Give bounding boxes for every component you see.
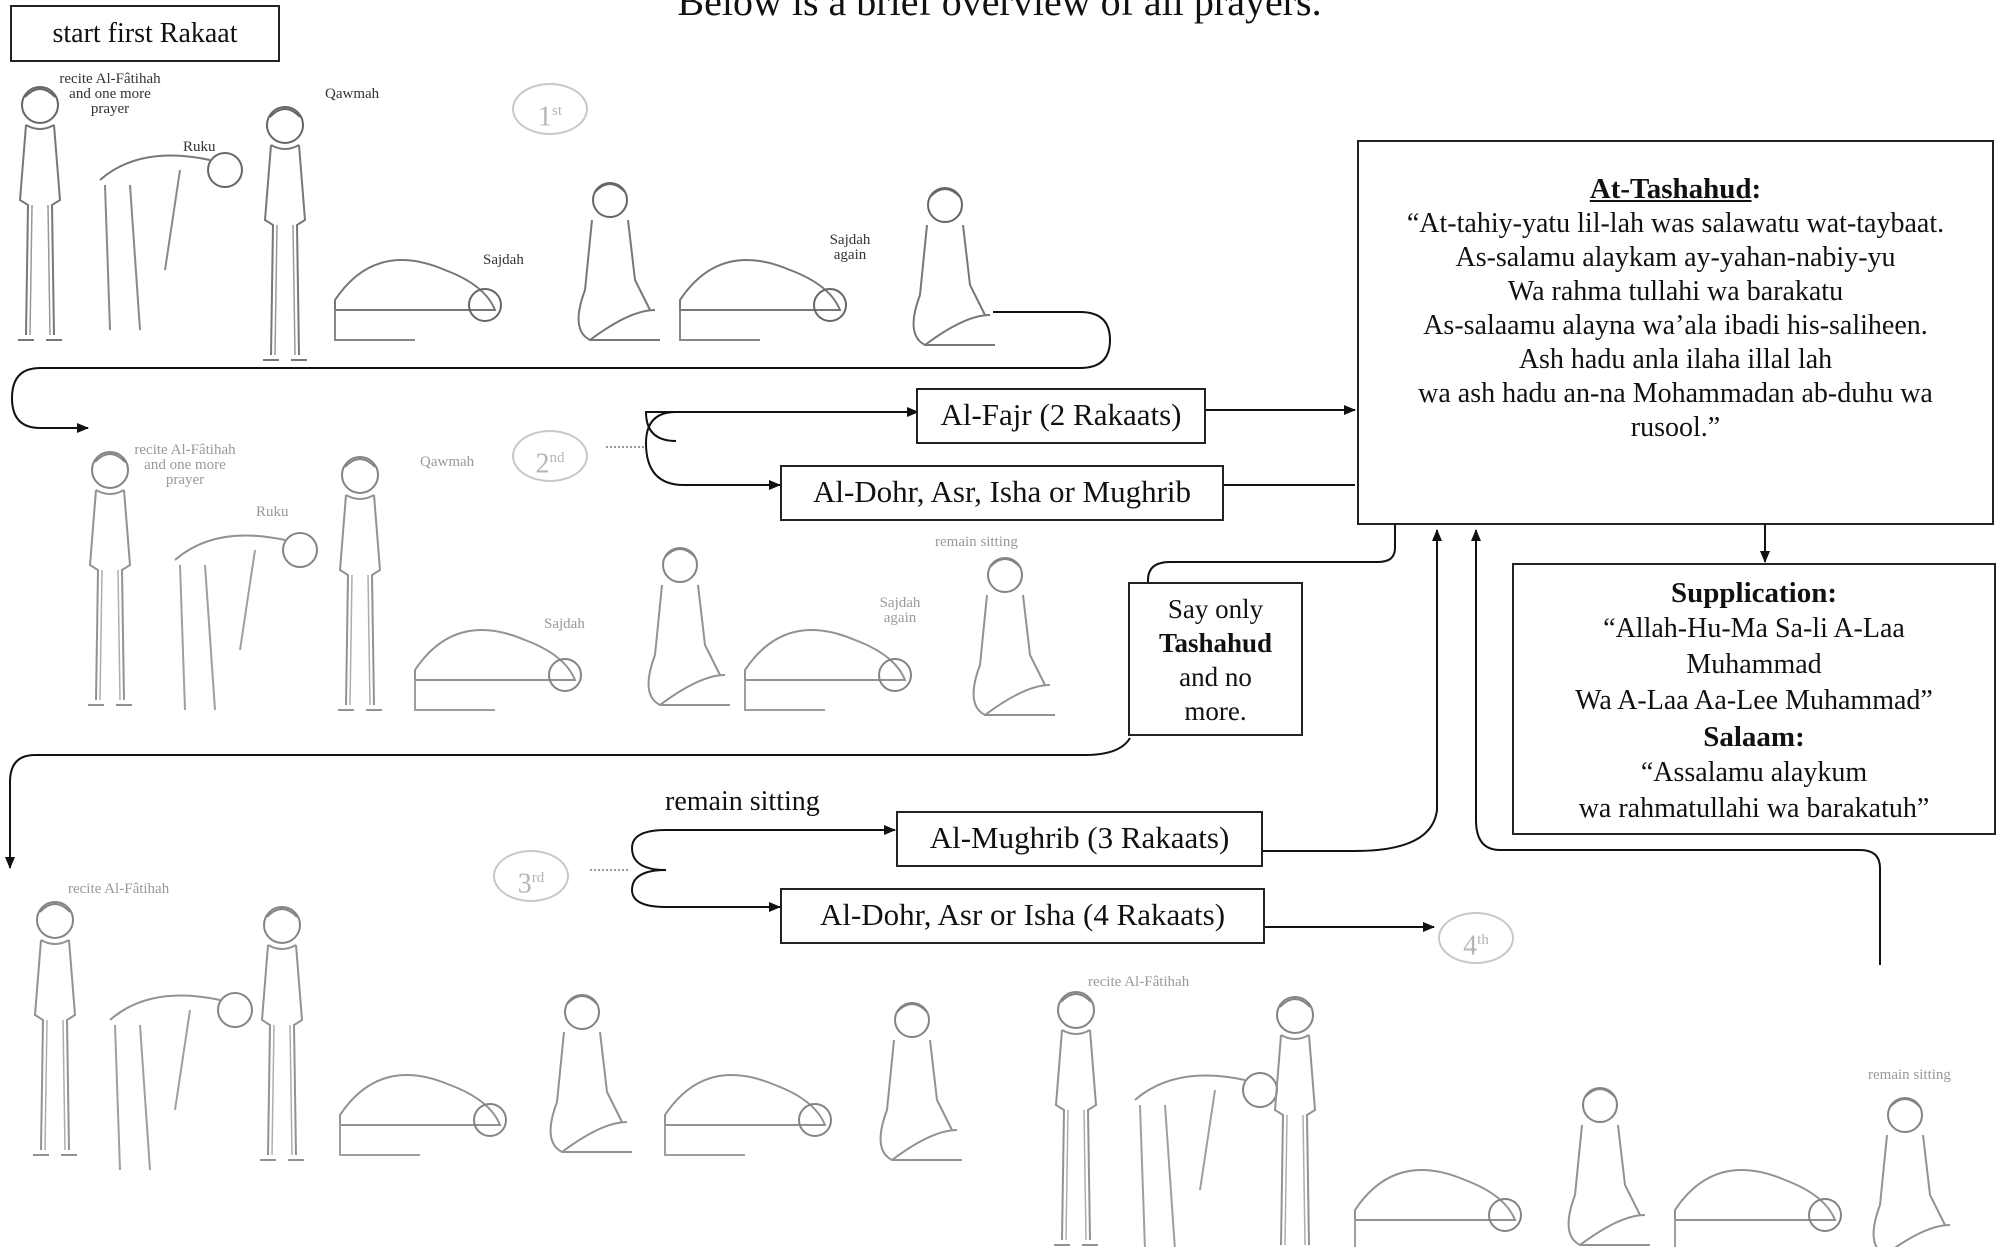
tashahud-line-3: As-salaamu alayna wa’ala ibadi his-salih… [1423, 310, 1928, 341]
row4-recite-label: recite Al-Fâtihah [1088, 974, 1190, 990]
salaam-line-1: wa rahmatullahi wa barakatuh” [1578, 793, 1930, 824]
say-only-box: Say only Tashahud and no more. [1128, 582, 1303, 736]
route-dohr-asr-isha-mughrib: Al-Dohr, Asr, Isha or Mughrib [780, 465, 1224, 521]
mughrib-to-tashahud-arrow [1263, 529, 1442, 852]
ordinal-3rd: 3rd [493, 850, 569, 902]
start-box: start first Rakaat [10, 5, 280, 62]
route-dohr-asr-isha-label: Al-Dohr, Asr or Isha (4 Rakaats) [819, 897, 1226, 932]
row1-sajdah-label: Sajdah [483, 252, 524, 268]
salaam-heading: Salaam: [1703, 721, 1805, 753]
tashahud-line-4: Ash hadu anla ilaha illal lah [1518, 344, 1833, 375]
say-only-line1: Say only [1167, 594, 1264, 624]
tashahud-box: At-Tashahud: “At-tahiy-yatu lil-lah was … [1357, 140, 1994, 525]
tashahud-heading: At-Tashahud: [1589, 173, 1762, 205]
row3-recite-label: recite Al-Fâtihah [68, 881, 170, 897]
branch-3rd-to-dohr [630, 869, 781, 912]
row1-figures [17, 86, 996, 361]
supplication-line-2: Wa A-Laa Aa-Lee Muhammad” [1575, 685, 1933, 716]
start-box-label: start first Rakaat [52, 18, 238, 49]
branch-3rd-to-mughrib [630, 825, 896, 871]
route-dohr-asr-isha-mughrib-label: Al-Dohr, Asr, Isha or Mughrib [812, 474, 1192, 509]
tashahud-line-1: As-salamu alaykam ay-yahan-nabiy-yu [1455, 242, 1896, 273]
row4-figures [1053, 991, 1956, 1247]
branch-2nd-curve [644, 411, 781, 490]
row1-sajdah-again-label: Sajdah again [829, 232, 871, 263]
row1-qawmah-label: Qawmah [325, 86, 380, 102]
route-mughrib-label: Al-Mughrib (3 Rakaats) [929, 820, 1230, 855]
route-remain-sitting: remain sitting [665, 786, 820, 817]
supplication-line-1: Muhammad [1686, 649, 1822, 680]
say-only-line3: and no [1179, 662, 1252, 692]
supplication-line-0: “Allah-Hu-Ma Sa-li A-Laa [1603, 613, 1905, 644]
tashahud-line-2: Wa rahma tullahi wa barakatu [1507, 276, 1844, 307]
row1-ruku-label: Ruku [183, 139, 216, 155]
row2-figures [87, 451, 1056, 716]
ordinal-4th: 4th [1438, 912, 1514, 964]
tashahud-to-sayonly-line [1147, 525, 1396, 584]
tashahud-line-0: “At-tahiy-yatu lil-lah was salawatu wat-… [1406, 208, 1945, 239]
say-only-line4: more. [1184, 696, 1247, 726]
row2-remain-sitting-label: remain sitting [935, 534, 1018, 550]
row2-sajdah-label: Sajdah [544, 616, 585, 632]
salaam-line-0: “Assalamu alaykum [1640, 757, 1868, 788]
row2-ruku-label: Ruku [256, 504, 289, 520]
say-only-line2: Tashahud [1158, 628, 1273, 658]
route-fajr: Al-Fajr (2 Rakaats) [916, 388, 1206, 444]
row1-to-row2-arrow [10, 311, 1112, 433]
route-dohr-asr-isha: Al-Dohr, Asr or Isha (4 Rakaats) [780, 888, 1265, 944]
row2-qawmah-label: Qawmah [420, 454, 475, 470]
tashahud-line-6: rusool.” [1630, 412, 1721, 443]
row1-recite-label: recite Al-Fâtihah and one more prayer [59, 71, 161, 117]
ordinal-1st: 1st [512, 83, 588, 135]
route-fajr-label: Al-Fajr (2 Rakaats) [940, 397, 1182, 432]
row3-figures [32, 901, 963, 1171]
tashahud-line-5: wa ash hadu an-na Mohammadan ab-duhu wa [1418, 378, 1933, 409]
row4-to-tashahud-arrow [1471, 529, 1881, 965]
sayonly-to-row3-arrow [5, 737, 1131, 869]
ordinal-2nd: 2nd [512, 430, 588, 482]
row4-remain-sitting-label: remain sitting [1868, 1067, 1951, 1083]
row2-sajdah-again-label: Sajdah again [879, 595, 921, 626]
page-title: Below is a brief overview of all prayers… [677, 0, 1322, 24]
branch-2nd-to-fajr [644, 407, 919, 442]
route-mughrib: Al-Mughrib (3 Rakaats) [896, 811, 1263, 867]
supplication-heading: Supplication: [1671, 577, 1837, 609]
tashahud-heading-text: At-Tashahud [1589, 173, 1752, 205]
row2-recite-label: recite Al-Fâtihah and one more prayer [134, 442, 236, 488]
supplication-box: Supplication: “Allah-Hu-Ma Sa-li A-Laa M… [1512, 563, 1996, 835]
